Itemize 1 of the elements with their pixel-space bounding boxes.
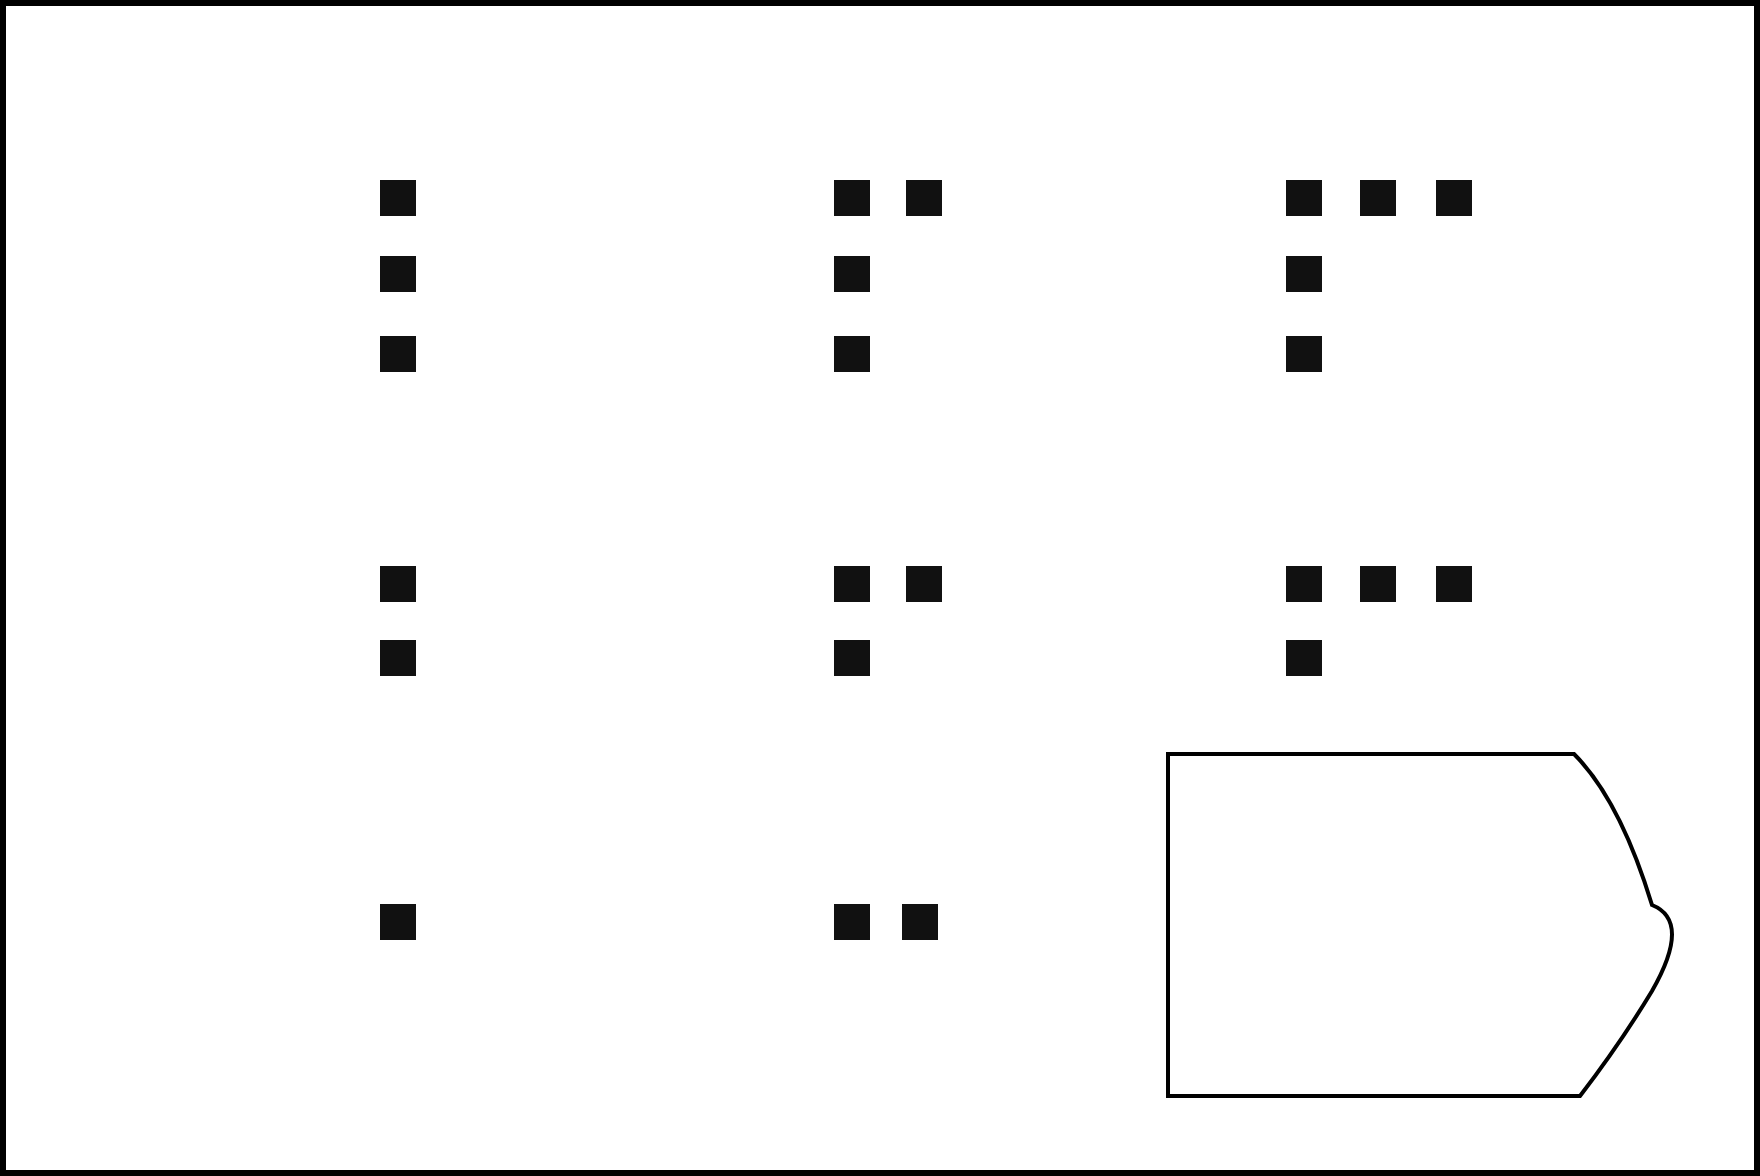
pentagon-outline <box>1166 752 1674 1098</box>
